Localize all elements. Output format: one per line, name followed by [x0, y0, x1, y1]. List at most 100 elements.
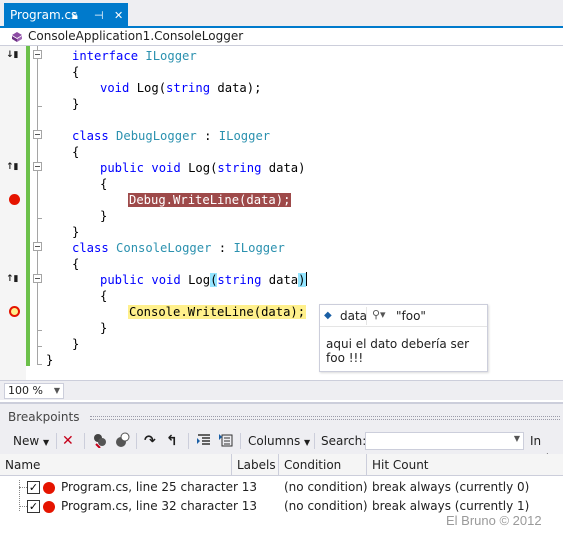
code-token: } [100, 321, 108, 335]
code-editor[interactable]: ↓▮ ↑▮ ↑▮ interface ILogger{void Log(stri… [0, 46, 563, 380]
code-line[interactable]: } [72, 96, 79, 112]
toggle-all-icon[interactable] [114, 432, 130, 450]
code-token: { [72, 257, 80, 271]
columns-button[interactable]: Columns ▼ [248, 434, 311, 448]
code-line[interactable]: { [72, 64, 79, 80]
code-line[interactable]: void Log(string data); [100, 80, 261, 96]
code-line[interactable]: } [72, 336, 79, 352]
chevron-down-icon[interactable]: ▼ [513, 434, 520, 443]
delete-icon[interactable]: ✕ [62, 433, 74, 449]
grid-header: Name Labels Condition Hit Count [0, 454, 563, 476]
code-line[interactable]: { [72, 144, 79, 160]
code-line[interactable]: class ConsoleLogger : ILogger [72, 240, 285, 256]
implementation-up-icon[interactable]: ↑▮ [6, 274, 19, 284]
code-token: ConsoleLogger [116, 241, 212, 255]
breakpoint-enabled-checkbox[interactable]: ✓ [27, 500, 40, 513]
breakpoint-condition: (no condition) [284, 499, 368, 513]
new-button[interactable]: New ▼ [13, 434, 50, 448]
column-header-labels[interactable]: Labels [232, 454, 279, 476]
table-row[interactable]: ✓ Program.cs, line 32 character 13 (no c… [0, 497, 563, 516]
current-statement-breakpoint-icon[interactable] [9, 306, 20, 317]
breakpoints-title-bar[interactable]: Breakpoints [0, 402, 563, 428]
breakpoint-hit-count: break always (currently 1) [372, 499, 530, 513]
data-tip-value[interactable]: "foo" [396, 309, 426, 323]
code-token: ILogger [233, 241, 285, 255]
editor-status-bar: 100 % ▼ [0, 380, 563, 400]
collapse-icon[interactable] [33, 130, 42, 139]
close-icon[interactable]: ✕ [114, 9, 124, 22]
code-line[interactable]: { [72, 256, 79, 272]
code-line[interactable]: public void Log(string data) [100, 272, 307, 288]
data-tip-comment[interactable]: aqui el dato debería ser foo !!! [326, 337, 470, 365]
implementation-up-icon[interactable]: ↑▮ [6, 162, 19, 172]
title-grip [90, 416, 560, 420]
code-token: } [46, 353, 54, 367]
code-token: data [268, 273, 299, 287]
breakpoint-name: Program.cs, line 32 character 13 [61, 499, 258, 513]
code-line[interactable]: { [100, 288, 107, 304]
collapse-icon[interactable] [33, 274, 42, 283]
goto-source-icon[interactable]: ↰ [166, 433, 178, 449]
table-row[interactable]: ✓ Program.cs, line 25 character 13 (no c… [0, 478, 563, 497]
code-token: { [100, 177, 108, 191]
code-line[interactable]: public void Log(string data) [100, 160, 305, 176]
code-token: DebugLogger [116, 129, 197, 143]
column-header-hit-count[interactable]: Hit Count [372, 458, 429, 472]
collapse-icon[interactable] [33, 242, 42, 251]
code-token: string [217, 161, 269, 175]
field-icon: ◆ [324, 310, 332, 321]
breakpoint-hit-count: break always (currently 0) [372, 480, 530, 494]
code-line[interactable]: } [46, 352, 53, 368]
zoom-value: 100 % [8, 384, 43, 397]
code-line[interactable]: class DebugLogger : ILogger [72, 128, 270, 144]
search-label: Search: [321, 434, 367, 448]
code-line[interactable]: { [100, 176, 107, 192]
code-token: data) [268, 161, 306, 175]
code-line[interactable]: } [100, 320, 107, 336]
class-icon [10, 30, 24, 43]
code-token: ILogger [145, 49, 197, 63]
breakpoint-enabled-checkbox[interactable]: ✓ [27, 481, 40, 494]
magnifier-icon[interactable]: ⚲▾ [372, 308, 386, 321]
breakpoint-icon[interactable] [9, 194, 20, 205]
export-icon[interactable] [196, 432, 212, 450]
code-token: Log( [136, 81, 167, 95]
lock-icon: 🔒︎ [72, 9, 78, 22]
outlining-margin[interactable] [30, 46, 46, 380]
pin-icon[interactable]: ⊣ [94, 9, 104, 22]
code-line[interactable]: } [100, 208, 107, 224]
import-icon[interactable] [218, 432, 234, 450]
horizontal-scrollbar[interactable] [66, 386, 563, 396]
glyph-margin[interactable]: ↓▮ ↑▮ ↑▮ [0, 46, 26, 380]
collapse-icon[interactable] [33, 50, 42, 59]
implementation-down-icon[interactable]: ↓▮ [6, 50, 19, 60]
watermark: El Bruno © 2012 [446, 513, 542, 528]
in-column-label[interactable]: In Col [530, 434, 549, 466]
breakpoints-title: Breakpoints [8, 410, 80, 424]
delete-all-icon[interactable] [92, 432, 108, 450]
code-token: ) [298, 273, 306, 287]
column-header-name[interactable]: Name [0, 454, 232, 476]
breakpoints-window: Breakpoints New ▼ ✕ ↷ ↰ Columns ▼ Search… [0, 402, 563, 535]
tab-program-cs[interactable]: Program.cs 🔒︎ ⊣ ✕ [4, 3, 128, 28]
breakpoint-icon [43, 482, 55, 494]
document-tab-strip: Program.cs 🔒︎ ⊣ ✕ [0, 0, 563, 28]
breakpoint-statement: Debug.WriteLine(data); [128, 193, 292, 207]
member-dropdown-label[interactable]: ConsoleApplication1.ConsoleLogger [28, 29, 244, 43]
data-tip[interactable]: ◆ data ⚲▾ "foo" aqui el dato debería ser… [319, 304, 488, 372]
code-line[interactable]: Debug.WriteLine(data); [128, 192, 292, 208]
zoom-dropdown[interactable]: 100 % ▼ [4, 383, 64, 399]
code-token: } [72, 225, 80, 239]
collapse-icon[interactable] [33, 162, 42, 171]
navigation-bar[interactable]: ConsoleApplication1.ConsoleLogger [0, 28, 563, 46]
code-token: ILogger [218, 129, 271, 143]
code-line[interactable]: } [72, 224, 79, 240]
code-token: interface [72, 49, 146, 63]
code-token: ( [210, 273, 218, 287]
breakpoints-grid: Name Labels Condition Hit Count ✓ Progra… [0, 454, 563, 535]
code-line[interactable]: interface ILogger [72, 48, 197, 64]
redo-icon[interactable]: ↷ [144, 433, 156, 449]
search-input[interactable]: ▼ [365, 432, 524, 450]
column-header-condition[interactable]: Condition [279, 454, 367, 476]
code-line[interactable]: Console.WriteLine(data); [128, 304, 307, 320]
